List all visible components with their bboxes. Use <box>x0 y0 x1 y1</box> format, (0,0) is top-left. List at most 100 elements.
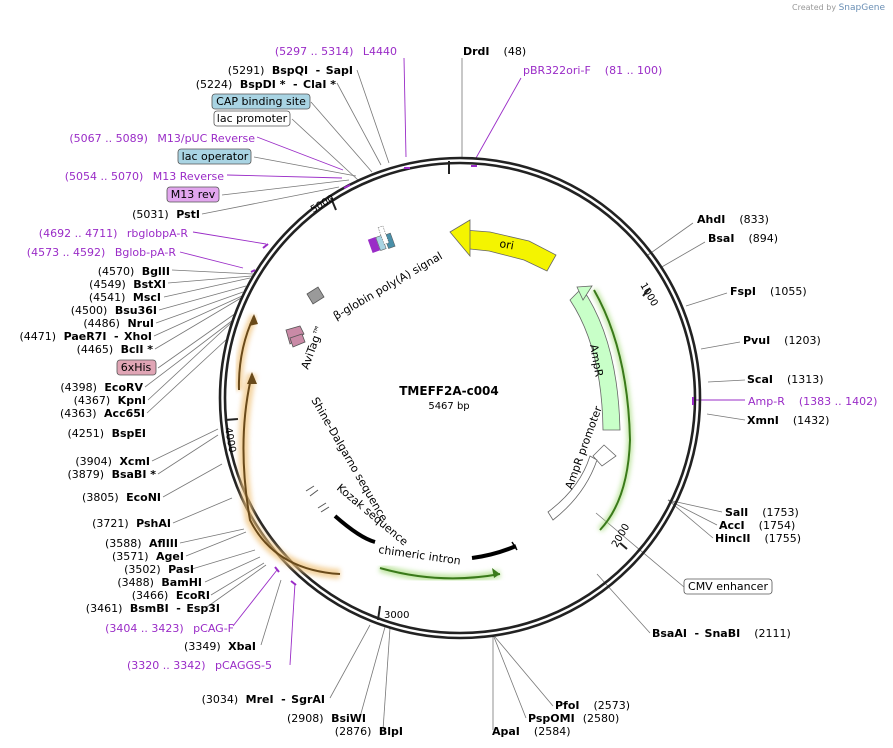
site-bamhi[interactable]: BamHI <box>161 576 202 589</box>
site-clai[interactable]: ClaI * <box>303 78 336 91</box>
site-xmni[interactable]: XmnI <box>747 414 779 427</box>
site-pspomi[interactable]: PspOMI <box>528 712 575 725</box>
site-sapi[interactable]: SapI <box>326 64 353 77</box>
site-xcmi[interactable]: XcmI <box>119 455 150 468</box>
cmv-enhancer-box[interactable]: CMV enhancer <box>683 578 773 595</box>
ori-label: ori <box>498 237 514 252</box>
svg-text:(3571) AgeI: (3571) AgeI <box>112 550 184 563</box>
primer-pcagf-range: (3404 .. 3423) <box>105 622 184 635</box>
primer-m13puc-name[interactable]: M13/pUC Reverse <box>157 132 255 145</box>
site-kpni[interactable]: KpnI <box>118 394 146 407</box>
site-xhoi[interactable]: XhoI <box>124 330 152 343</box>
site-drdi[interactable]: DrdI <box>463 45 490 58</box>
primer-pcaggs5-name[interactable]: pCAGGS-5 <box>215 659 272 672</box>
site-bsu36i[interactable]: Bsu36I <box>115 304 157 317</box>
svg-text:ScaI(1313): ScaI(1313) <box>747 373 824 386</box>
site-hincii[interactable]: HincII <box>715 532 751 545</box>
primer-pcagf-name[interactable]: pCAG-F <box>193 622 234 635</box>
site-bsaai[interactable]: BsaAI <box>652 627 687 640</box>
site-econi[interactable]: EcoNI <box>126 491 161 504</box>
site-mrei[interactable]: MreI <box>246 693 274 706</box>
m13-rev-label: M13 rev <box>171 188 216 201</box>
svg-text:(2908) BsiWI: (2908) BsiWI <box>287 712 366 725</box>
svg-text:(5291) BspQI - SapI: (5291) BspQI - SapI <box>228 64 353 77</box>
svg-text:(3034) MreI - SgrAI: (3034) MreI - SgrAI <box>202 693 325 706</box>
ampr-promoter-feature[interactable] <box>547 455 598 521</box>
lac-feature-cluster <box>367 225 396 253</box>
site-pasi[interactable]: PasI <box>168 563 194 576</box>
site-bspdi[interactable]: BspDI * <box>240 78 286 91</box>
site-acci[interactable]: AccI <box>719 519 745 532</box>
cds2-arrowhead <box>249 314 258 326</box>
intron-label: chimeric intron <box>378 543 462 567</box>
site-esp3i[interactable]: Esp3I <box>186 602 220 615</box>
primer-rbglobpa-name[interactable]: rbglobpA-R <box>127 227 188 240</box>
site-nrui[interactable]: NruI <box>127 317 154 330</box>
primer-leader-lines <box>179 57 745 666</box>
svg-text:(4471) PaeR7I - XhoI: (4471) PaeR7I - XhoI <box>20 330 153 343</box>
m13-rev-box[interactable]: M13 rev <box>166 186 220 203</box>
lac-promoter-box[interactable]: lac promoter <box>213 110 291 127</box>
site-blpi[interactable]: BlpI <box>379 725 403 738</box>
site-pvui[interactable]: PvuI <box>743 334 770 347</box>
svg-text:(3588) AflIII: (3588) AflIII <box>105 537 178 550</box>
ampr-orf <box>593 289 632 531</box>
svg-text:AhdI(833): AhdI(833) <box>697 213 769 226</box>
primer-ampr-name[interactable]: Amp-R <box>748 395 785 408</box>
snapgene-credit: Created by SnapGene <box>792 3 885 13</box>
cmv-enhancer-label: CMV enhancer <box>688 580 768 593</box>
svg-text:(3404 .. 3423) pCAG-F: (3404 .. 3423) pCAG-F <box>105 622 234 635</box>
site-pfoi[interactable]: PfoI <box>555 699 580 712</box>
svg-text:(3461) BsmBI - Esp3I: (3461) BsmBI - Esp3I <box>86 602 220 615</box>
plasmid-size: 5467 bp <box>428 401 469 412</box>
primer-l4440-name[interactable]: L4440 <box>363 45 397 58</box>
site-sali[interactable]: SalI <box>725 506 748 519</box>
ampr-promoter-head <box>592 444 617 467</box>
site-bstxi[interactable]: BstXI <box>133 278 166 291</box>
site-ecorv[interactable]: EcoRV <box>104 381 143 394</box>
site-pshai[interactable]: PshAI <box>136 517 171 530</box>
site-bsmbi[interactable]: BsmBI <box>130 602 169 615</box>
site-ahdi[interactable]: AhdI <box>697 213 725 226</box>
site-bsabi[interactable]: BsaBI * <box>112 468 157 481</box>
svg-text:(3349) XbaI: (3349) XbaI <box>184 640 256 653</box>
svg-text:FspI(1055): FspI(1055) <box>730 285 807 298</box>
bglobin-feature[interactable] <box>306 286 325 305</box>
site-ecori[interactable]: EcoRI <box>176 589 210 602</box>
site-msci[interactable]: MscI <box>133 291 161 304</box>
tick-1000: 1000 <box>637 281 659 309</box>
site-scai[interactable]: ScaI <box>747 373 773 386</box>
primer-bglobpa-name[interactable]: Bglob-pA-R <box>115 246 177 259</box>
ori-feature[interactable] <box>463 229 557 272</box>
primer-pbr322ori-name[interactable]: pBR322ori-F <box>523 64 591 77</box>
lac-operator-box[interactable]: lac operator <box>177 148 252 165</box>
primer-m13rev-name[interactable]: M13 Reverse <box>153 170 224 183</box>
cap-binding-site-label: CAP binding site <box>216 95 306 108</box>
lac-promoter-label: lac promoter <box>217 112 288 125</box>
svg-text:(5067 .. 5089) M13/pUC Reverse: (5067 .. 5089) M13/pUC Reverse <box>69 132 255 145</box>
site-sgrai[interactable]: SgrAI <box>291 693 325 706</box>
site-agei[interactable]: AgeI <box>156 550 184 563</box>
site-snabi[interactable]: SnaBI <box>705 627 741 640</box>
sixhis-label: 6xHis <box>121 361 152 374</box>
site-psti[interactable]: PstI <box>176 208 200 221</box>
site-bspei[interactable]: BspEI <box>112 427 146 440</box>
site-paer7i[interactable]: PaeR7I <box>64 330 107 343</box>
site-fspi[interactable]: FspI <box>730 285 756 298</box>
site-bglii[interactable]: BglII <box>142 265 170 278</box>
site-apai[interactable]: ApaI <box>492 725 520 738</box>
site-bspqi[interactable]: BspQI <box>272 64 308 77</box>
cds-arrow[interactable] <box>242 373 341 575</box>
site-bsai[interactable]: BsaI <box>708 232 734 245</box>
site-xbai[interactable]: XbaI <box>228 640 256 653</box>
avitag-feature-2 <box>289 333 306 348</box>
sixhis-box[interactable]: 6xHis <box>116 359 157 376</box>
cap-binding-site-box[interactable]: CAP binding site <box>211 93 311 110</box>
shine-mark-2 <box>309 489 319 497</box>
site-bsiwi[interactable]: BsiWI <box>331 712 366 725</box>
site-bcli[interactable]: BclI * <box>121 343 154 356</box>
ampr-feature[interactable] <box>569 287 621 431</box>
site-afliii[interactable]: AflIII <box>149 537 178 550</box>
shine-mark <box>305 485 315 492</box>
site-acc65i[interactable]: Acc65I <box>104 407 145 420</box>
